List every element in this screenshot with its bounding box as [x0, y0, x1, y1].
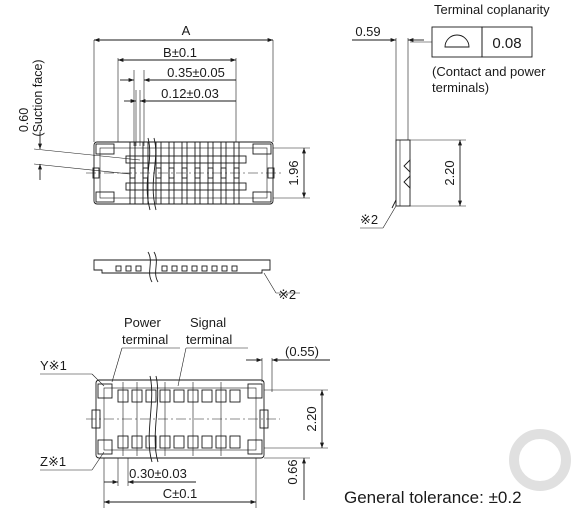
- height-196-label: 1.96: [286, 160, 301, 185]
- dim-c-label: C±0.1: [163, 486, 198, 501]
- coplanarity-note-2: terminals): [432, 80, 489, 95]
- suction-dim-label: 0.60: [17, 108, 31, 132]
- dim-066-label: 0.66: [285, 459, 300, 484]
- dim-055-label: (0.55): [285, 344, 319, 359]
- front-view: ※2: [93, 251, 300, 302]
- bottom-view: Power terminal Signal terminal Y※1 Z※1: [40, 315, 330, 508]
- coplanarity-value: 0.08: [492, 35, 521, 52]
- pitch-label: 0.35±0.05: [167, 65, 225, 80]
- side-note-2: ※2: [360, 212, 378, 227]
- general-tolerance-label: General tolerance: ±0.2: [344, 488, 522, 507]
- bottom-220-label: 2.20: [304, 406, 319, 431]
- dim-a-label: A: [182, 23, 191, 38]
- surface-profile-icon: [444, 34, 470, 48]
- coplanarity-symbol-box: [431, 26, 483, 58]
- height-220-label: 2.20: [442, 160, 457, 185]
- dim-059-label: 0.59: [355, 24, 380, 39]
- top-terminals: [125, 141, 247, 205]
- top-view: A B±0.1 0.35±0.05 0.12±0.03 (Suction fac…: [17, 23, 310, 211]
- power-label-1: Power: [124, 315, 162, 330]
- coplanarity-title: Terminal coplanarity: [434, 2, 550, 17]
- side-view: 0.59 2.20 ※2 Terminal coplanarity 0.08 (…: [352, 2, 550, 229]
- coplanarity-note-1: (Contact and power: [432, 64, 546, 79]
- suction-face-label: (Suction face): [31, 59, 45, 136]
- dim-030-label: 0.30±0.03: [129, 466, 187, 481]
- signal-label-2: terminal: [186, 332, 232, 347]
- bottom-terminals: [117, 382, 241, 456]
- watermark-mark: [509, 429, 571, 491]
- z-note-label: Z※1: [40, 454, 66, 469]
- signal-label-1: Signal: [190, 315, 226, 330]
- power-label-2: terminal: [122, 332, 168, 347]
- y-note-label: Y※1: [40, 358, 67, 373]
- terminal-width-label: 0.12±0.03: [161, 86, 219, 101]
- dim-b-label: B±0.1: [163, 45, 197, 60]
- front-note-2: ※2: [278, 287, 296, 302]
